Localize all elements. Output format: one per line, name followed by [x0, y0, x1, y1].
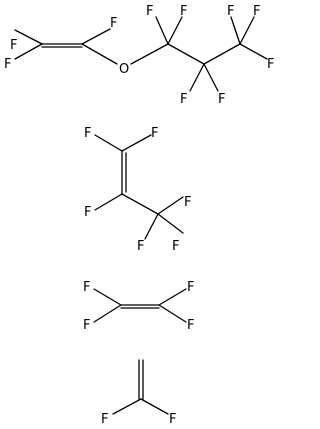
bond — [121, 134, 152, 152]
bond — [239, 16, 255, 45]
atom-label: F — [10, 38, 17, 53]
atom-label: F — [84, 126, 91, 141]
atom-label: F — [137, 239, 144, 254]
bond — [112, 398, 142, 415]
atom-label: F — [180, 4, 187, 19]
bond — [230, 16, 241, 45]
atom-label: F — [101, 412, 108, 427]
atom-label: F — [83, 280, 90, 295]
atom-label: F — [184, 195, 191, 210]
bond — [167, 16, 183, 45]
bond — [140, 398, 169, 415]
bond — [158, 288, 187, 306]
atom-label: F — [267, 57, 274, 72]
bond — [157, 213, 184, 234]
atom-label: F — [151, 126, 158, 141]
bond — [93, 288, 122, 306]
molecule-hfp: F F F F F F — [84, 126, 191, 254]
atom-label: F — [83, 318, 90, 333]
atom-label: F — [187, 318, 194, 333]
bond — [203, 63, 219, 92]
atom-label: F — [146, 4, 153, 19]
bond — [158, 304, 187, 323]
bond — [93, 304, 122, 323]
atom-label: F — [218, 92, 225, 107]
atom-label: O — [119, 62, 129, 77]
atom-label: F — [227, 4, 234, 19]
bond — [14, 29, 43, 45]
bond — [203, 43, 241, 65]
bond — [155, 16, 169, 45]
molecule-vdf: F F — [101, 359, 176, 427]
bond — [157, 196, 184, 215]
structure-diagram: F F F O F F F F F F F F F F F F F F — [4, 4, 274, 427]
bond — [81, 28, 111, 45]
atom-label: F — [110, 16, 117, 31]
molecule-ppve: F F F O F F F F F F F — [4, 4, 274, 107]
bond — [121, 193, 159, 215]
bond — [94, 193, 123, 211]
atom-label: F — [180, 92, 187, 107]
atom-label: F — [172, 239, 179, 254]
atom-label: F — [84, 205, 91, 220]
atom-label: F — [253, 4, 260, 19]
atom-label: F — [187, 280, 194, 295]
bond — [144, 213, 159, 240]
bond — [239, 43, 268, 60]
atom-label: F — [4, 57, 11, 72]
atom-label: F — [169, 412, 176, 427]
bond — [189, 63, 205, 92]
bond — [81, 43, 118, 65]
bond — [167, 43, 205, 65]
molecule-tfe: F F F F — [83, 280, 194, 333]
bond — [94, 134, 123, 152]
bond — [130, 43, 169, 65]
bond — [14, 43, 43, 60]
